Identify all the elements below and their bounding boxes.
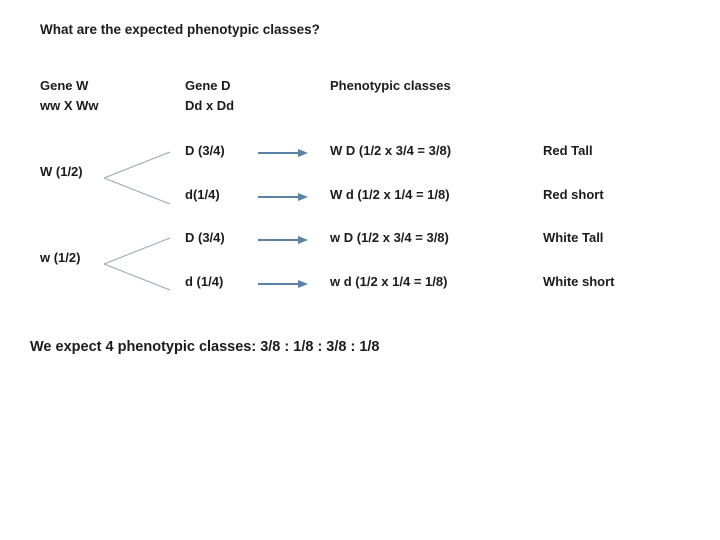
column-header-gene-d: Gene D Dd x Dd bbox=[185, 76, 234, 116]
right-arrow-icon bbox=[258, 193, 308, 201]
phenotype-label: White short bbox=[543, 274, 615, 289]
summary-statement: We expect 4 phenotypic classes: 3/8 : 1/… bbox=[30, 339, 380, 355]
phenotype-label: Red short bbox=[543, 187, 604, 202]
gene-d-title: Gene D bbox=[185, 78, 231, 93]
probability-expression: W D (1/2 x 3/4 = 3/8) bbox=[330, 143, 452, 158]
branch-line-lw-top bbox=[103, 237, 171, 265]
phenotype-label: White Tall bbox=[543, 230, 604, 245]
column-header-phenotypic-classes: Phenotypic classes bbox=[330, 78, 451, 93]
column-header-gene-w: Gene W ww X Ww bbox=[40, 76, 99, 116]
probability-expression: w D (1/2 x 3/4 = 3/8) bbox=[330, 230, 449, 245]
parent-gamete-w: w (1/2) bbox=[40, 250, 81, 265]
slide-title: What are the expected phenotypic classes… bbox=[40, 22, 320, 37]
gamete-label: D (3/4) bbox=[185, 143, 225, 158]
branch-line-w-top bbox=[103, 151, 171, 179]
probability-expression: w d (1/2 x 1/4 = 1/8) bbox=[330, 274, 448, 289]
branch-line-lw-bottom bbox=[103, 263, 171, 291]
gene-w-title: Gene W bbox=[40, 78, 89, 93]
right-arrow-icon bbox=[258, 280, 308, 288]
right-arrow-icon bbox=[258, 236, 308, 244]
probability-expression: W d (1/2 x 1/4 = 1/8) bbox=[330, 187, 450, 202]
gamete-label: d (1/4) bbox=[185, 274, 224, 289]
parent-gamete-W: W (1/2) bbox=[40, 164, 83, 179]
branch-line-w-bottom bbox=[103, 177, 171, 205]
gene-d-cross: Dd x Dd bbox=[185, 98, 235, 113]
gamete-label: D (3/4) bbox=[185, 230, 225, 245]
right-arrow-icon bbox=[258, 149, 308, 157]
gamete-label: d(1/4) bbox=[185, 187, 220, 202]
gene-w-cross: ww X Ww bbox=[40, 98, 99, 113]
phenotype-label: Red Tall bbox=[543, 143, 593, 158]
